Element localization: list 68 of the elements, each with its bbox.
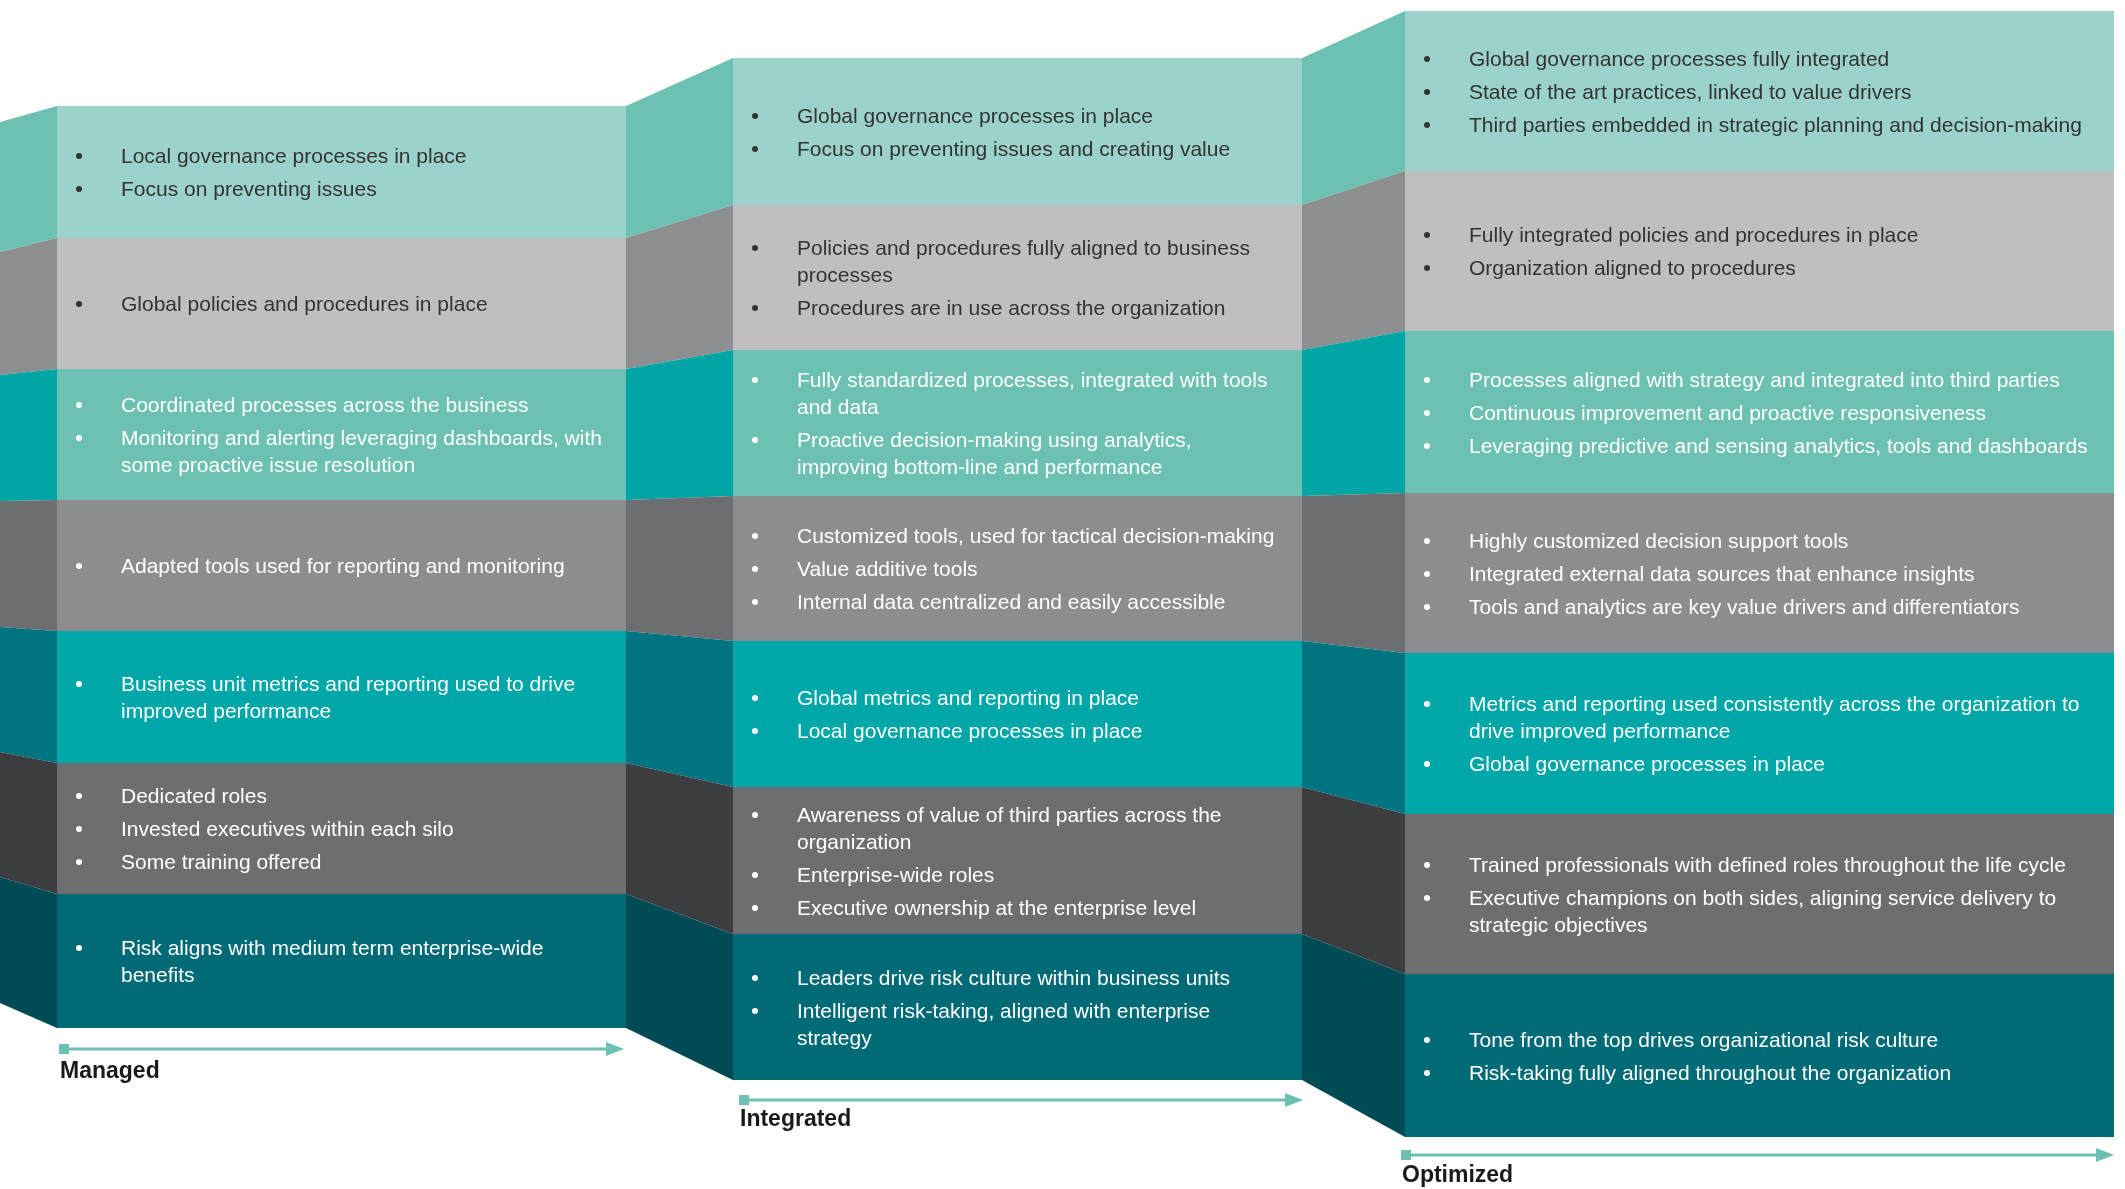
bullet-text: Adapted tools used for reporting and monitoring [121, 553, 565, 579]
bullet-text: Enterprise-wide roles [797, 861, 995, 888]
bullet-text: Internal data centralized and easily accessible [797, 589, 1226, 615]
bullet-text: Intelligent risk-taking, aligned with enterprise strategy [797, 997, 1212, 1051]
maturity-band [733, 58, 1302, 205]
bullet-text: Fully standardized processes, integrated with tools and data [797, 367, 1269, 420]
bullet-text: Local governance processes in place [121, 143, 467, 169]
bullet-text: Monitoring and alerting leveraging dashboards, with some proactive issue resolution [121, 425, 603, 478]
bullet-text: Global metrics and reporting in place [797, 685, 1139, 711]
bullet-text: Dedicated roles [121, 783, 267, 809]
maturity-band [1405, 974, 2114, 1137]
bullet-text: Procedures are in use across the organization [797, 295, 1226, 321]
bullet-text: Awareness of value of third parties across the organization [797, 801, 1223, 855]
bullet-text: Customized tools, used for tactical decision-making [797, 523, 1275, 549]
bullet-text: Tools and analytics are key value drivers and differentiators [1469, 593, 2020, 620]
bullet-text: Trained professionals with defined roles throughout the life cycle [1469, 851, 2066, 878]
maturity-band [57, 238, 626, 369]
maturity-band [733, 641, 1302, 787]
maturity-band [57, 894, 626, 1028]
bullet-text: Risk aligns with medium term enterprise-wide benefits [121, 935, 545, 988]
stage-label: Integrated [740, 1105, 852, 1132]
maturity-band [57, 369, 626, 500]
maturity-band [1405, 653, 2114, 814]
bullet-text: Invested executives within each silo [121, 816, 454, 842]
bullet-text: Risk-taking fully aligned throughout the organization [1469, 1059, 1952, 1086]
bullet-text: Focus on preventing issues [121, 176, 377, 202]
maturity-band [1405, 171, 2114, 331]
maturity-band [733, 787, 1302, 934]
bullet-text: Highly customized decision support tools [1469, 527, 1849, 554]
bullet-text: Value additive tools [797, 556, 978, 582]
maturity-band [733, 934, 1302, 1080]
bullet-text: Global policies and procedures in place [121, 291, 488, 317]
bullet-text: Policies and procedures fully aligned to business processes [797, 235, 1251, 288]
bullet-text: State of the art practices, linked to value drivers [1469, 78, 1912, 105]
bullet-text: Local governance processes in place [797, 718, 1143, 744]
bullet-text: Leaders drive risk culture within business units [797, 964, 1231, 991]
bullet-text: Third parties embedded in strategic planning and decision-making [1469, 111, 2082, 138]
bullet-text: Integrated external data sources that enhance insights [1469, 560, 1975, 587]
maturity-band [1405, 493, 2114, 653]
stage-label: Managed [60, 1057, 160, 1084]
bullet-text: Organization aligned to procedures [1469, 255, 1796, 281]
maturity-band [1405, 11, 2114, 171]
maturity-band [733, 350, 1302, 496]
bullet-text: Business unit metrics and reporting used to drive improved performance [121, 671, 577, 724]
bullet-text: Some training offered [121, 849, 322, 875]
bullet-text: Global governance processes in place [1469, 751, 1826, 777]
bullet-text: Global governance processes in place [797, 102, 1154, 129]
bullet-text: Global governance processes fully integrated [1469, 45, 1890, 72]
bullet-text: Processes aligned with strategy and integrated into third parties [1469, 366, 2060, 393]
bullet-text: Executive champions on both sides, aligning service delivery to strategic objectives [1469, 884, 2058, 938]
maturity-band [733, 496, 1302, 641]
maturity-band [1405, 814, 2114, 974]
maturity-band [57, 106, 626, 238]
bullet-text: Leveraging predictive and sensing analytics, tools and dashboards [1469, 432, 2088, 459]
maturity-band [57, 763, 626, 894]
bullet-text: Executive ownership at the enterprise level [797, 894, 1197, 921]
bullet-text: Metrics and reporting used consistently across the organization to drive improved performance [1469, 691, 2081, 744]
bullet-text: Fully integrated policies and procedures in place [1469, 222, 1919, 248]
maturity-band [57, 631, 626, 763]
bullet-text: Continuous improvement and proactive responsiveness [1469, 399, 1987, 426]
maturity-band [57, 500, 626, 631]
maturity-band [733, 205, 1302, 350]
bullet-text: Tone from the top drives organizational risk culture [1469, 1026, 1939, 1053]
bullet-text: Focus on preventing issues and creating value [797, 135, 1231, 162]
maturity-band [1405, 331, 2114, 493]
bullet-text: Coordinated processes across the business [121, 392, 529, 418]
stage-label: Optimized [1402, 1161, 1514, 1188]
bullet-text: Proactive decision-making using analytics, improving bottom-line and performance [797, 427, 1193, 480]
